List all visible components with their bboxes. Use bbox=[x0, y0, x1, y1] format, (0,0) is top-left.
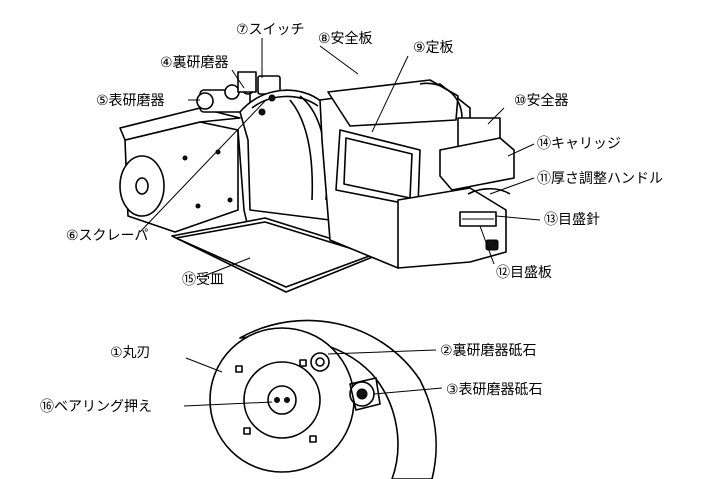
label-back-grinder: ④裏研磨器 bbox=[160, 55, 229, 71]
label-front-grinder: ⑤表研磨器 bbox=[96, 93, 165, 109]
label-front-grinder-stone: ③表研磨器砥石 bbox=[446, 382, 543, 398]
label-fixed-plate: ⑨定板 bbox=[413, 40, 454, 56]
slicer-machine-drawing bbox=[119, 71, 515, 293]
label-back-grinder-stone: ②裏研磨器砥石 bbox=[440, 343, 537, 359]
leader-lines bbox=[139, 38, 541, 407]
label-scraper: ⑥スクレーパ bbox=[66, 228, 149, 244]
label-scale-plate: ⑫目盛板 bbox=[496, 265, 552, 281]
label-carriage: ⑭キャリッジ bbox=[537, 136, 621, 152]
label-safety-plate: ⑧安全板 bbox=[318, 31, 373, 47]
blade-assembly-drawing bbox=[209, 319, 437, 479]
label-switch: ⑦スイッチ bbox=[236, 22, 305, 38]
label-thickness-handle: ⑪厚さ調整ハンドル bbox=[537, 171, 663, 187]
label-scale-needle: ⑬目盛針 bbox=[544, 212, 600, 228]
label-receiving-tray: ⑮受皿 bbox=[182, 272, 224, 288]
label-round-blade: ①丸刃 bbox=[110, 345, 151, 361]
label-safety-device: ⑩安全器 bbox=[514, 93, 569, 109]
label-bearing-holder: ⑯ベアリング押え bbox=[40, 399, 152, 415]
